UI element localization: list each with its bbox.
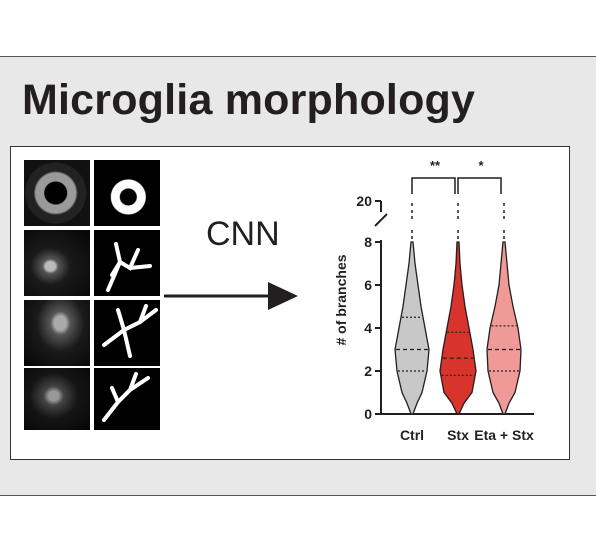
y-tick-label: 20 [356,193,372,209]
violin-2 [486,241,522,415]
violin-1 [439,241,477,415]
raw-image-3 [24,300,90,366]
mask-image-2 [94,230,160,296]
mask-image-3 [94,300,160,366]
axis-break-mark [374,213,388,227]
y-tick-label: 2 [364,363,372,379]
y-tick-label: 8 [364,234,372,250]
y-tick-label: 4 [364,320,372,336]
raw-image-4 [24,368,90,430]
y-axis-label: # of branches [333,254,349,345]
mask-image-1 [94,160,160,226]
mask-branches [102,242,158,422]
arrow [164,282,298,310]
x-tick-label: Eta + Stx [474,427,534,443]
significance-label: * [478,158,484,173]
raw-image-2 [24,230,90,296]
y-tick-label: 0 [364,406,372,422]
x-tick-label: Ctrl [400,427,424,443]
significance-bracket [411,177,456,194]
significance-label: ** [430,158,441,173]
significance-bracket [457,177,502,194]
raw-image-1 [24,160,90,226]
figure-title: Microglia morphology [22,76,476,124]
method-label: CNN [206,215,280,253]
y-tick-label: 6 [364,277,372,293]
x-tick-label: Stx [447,427,469,443]
violin-0 [394,241,430,415]
